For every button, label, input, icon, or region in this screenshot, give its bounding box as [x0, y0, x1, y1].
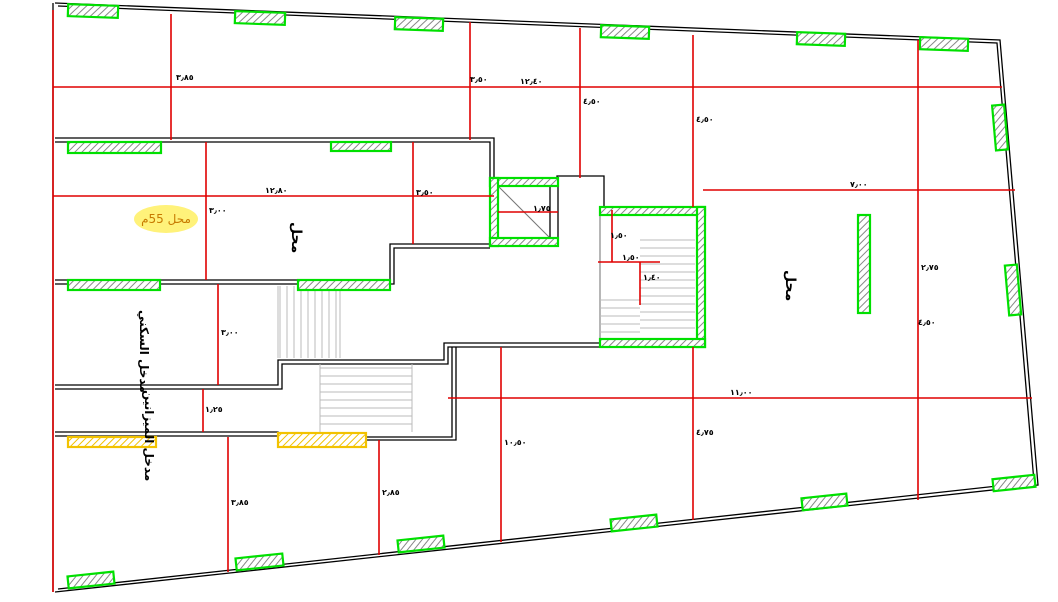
note-highlight	[134, 205, 198, 233]
dim-label: ٤٫٥٠	[918, 318, 936, 327]
area-note: محل 55م	[141, 212, 191, 226]
dim-label: ٣٫٨٥	[231, 498, 249, 507]
residential-entrance-label: مدخل السكني	[137, 310, 151, 393]
dimension-labels: ٣٫٨٥ ١٢٫٤٠ ٣٫٥٠ ٤٫٥٠ ٤٫٥٠ ١٢٫٨٠ ٣٫٥٠ ٣٫٠…	[176, 73, 939, 507]
dim-label: ١٫٥٠	[610, 231, 628, 240]
windows	[66, 2, 1037, 590]
dim-label: ٣٫٥٠	[416, 188, 434, 197]
dim-label: ٣٫٥٠	[470, 75, 488, 84]
dim-label: ١٫٧٥	[533, 204, 551, 213]
dim-label: ٣٫٨٥	[176, 73, 194, 82]
dimension-lines	[52, 10, 1032, 592]
doors	[66, 431, 368, 449]
dim-label: ٢٫٨٥	[382, 488, 400, 497]
dim-label: ٤٫٥٠	[583, 97, 601, 106]
dim-label: ٧٫٠٠	[850, 180, 868, 189]
dim-label: ٢٫٧٥	[921, 263, 939, 272]
dim-label: ١٢٫٤٠	[520, 77, 543, 86]
dim-label: ١٫٢٥	[205, 405, 223, 414]
room-labels: محل محل مدخل السكني مدخل الميزانين محل 5…	[134, 205, 798, 481]
dim-label: ١٫٤٠	[643, 273, 661, 282]
shop-right-label: محل	[782, 270, 798, 301]
staircase	[277, 215, 695, 432]
dim-label: ١١٫٠٠	[730, 388, 753, 397]
dim-label: ١٫٥٠	[622, 253, 640, 262]
dim-label: ٤٫٥٠	[696, 115, 714, 124]
dim-label: ٤٫٧٥	[696, 428, 714, 437]
dim-label: ١٢٫٨٠	[265, 186, 288, 195]
dim-label: ٣٫٠٠	[209, 206, 227, 215]
dim-label: ١٠٫٥٠	[504, 438, 527, 447]
outer-wall	[52, 2, 1039, 593]
shop-left-label: محل	[288, 222, 304, 253]
mezzanine-entrance-label: مدخل الميزانين	[142, 390, 156, 481]
dim-label: ٣٫٠٠	[221, 328, 239, 337]
